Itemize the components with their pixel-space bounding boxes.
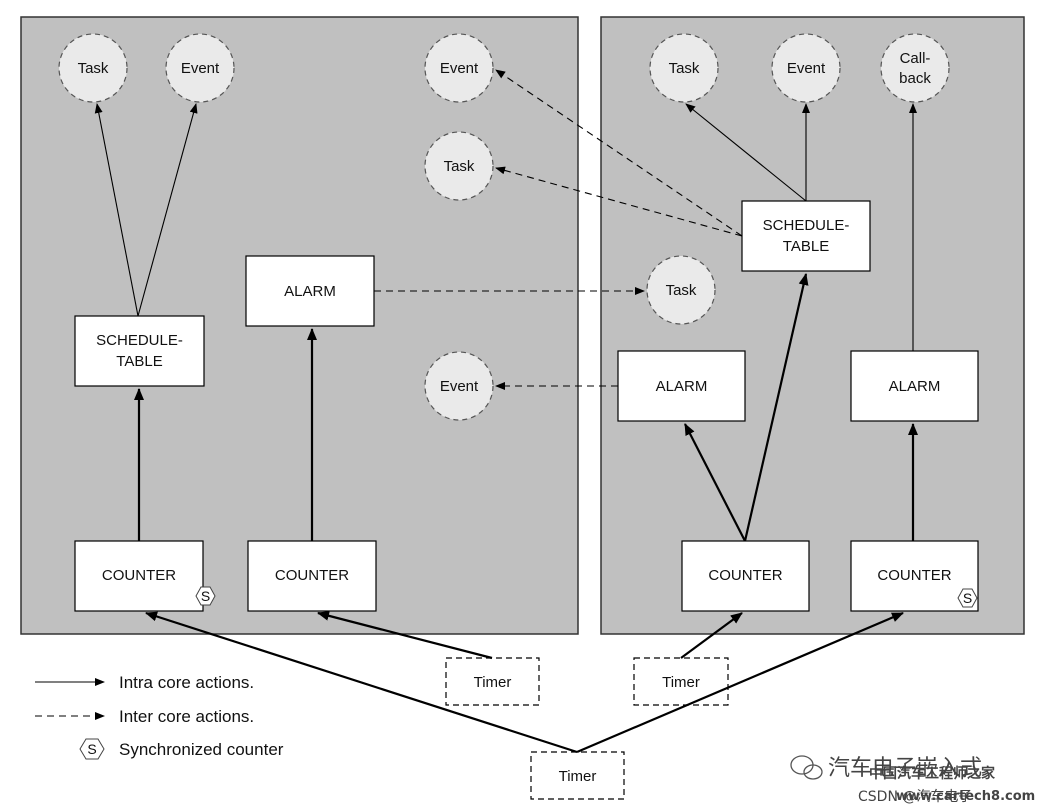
core2-schedule-label-1: SCHEDULE- bbox=[763, 217, 850, 234]
sync-badge-icon: S bbox=[195, 586, 216, 606]
core1-task-label: Task bbox=[78, 60, 109, 77]
arrow-counter2-to-schedule bbox=[743, 273, 809, 542]
watermark-line4: CSDN @汽车电子 bbox=[858, 788, 972, 805]
core2-task-label: Task bbox=[669, 60, 700, 77]
timer-core2-label: Timer bbox=[662, 674, 700, 691]
arrow-shared-timer-to-counter1 bbox=[145, 611, 578, 754]
watermark-line1: 汽车电子嵌入式 bbox=[828, 756, 982, 781]
core1-schedule-table: SCHEDULE- TABLE bbox=[74, 315, 205, 387]
timer-core2: Timer bbox=[633, 657, 729, 706]
legend-inter-label: Inter core actions. bbox=[119, 707, 254, 726]
remote-event-top-node: Event bbox=[424, 33, 494, 103]
remote-event-bottom-label: Event bbox=[440, 378, 479, 395]
core1-counter-label: COUNTER bbox=[275, 567, 349, 584]
arrow-schedule2-to-task bbox=[685, 103, 807, 202]
legend-sync-label: Synchronized counter bbox=[119, 740, 284, 759]
arrow-timer1-to-counter bbox=[317, 610, 493, 660]
core1-event-label: Event bbox=[181, 60, 220, 77]
core2-alarm-right-label: ALARM bbox=[889, 378, 941, 395]
remote-task-middle-label: Task bbox=[666, 282, 697, 299]
svg-text:S: S bbox=[87, 741, 96, 757]
core2-schedule-label-2: TABLE bbox=[783, 238, 829, 255]
sync-badge-icon: S bbox=[957, 588, 978, 608]
remote-task-node: Task bbox=[424, 131, 494, 201]
legend: Intra core actions. Inter core actions. … bbox=[35, 673, 284, 760]
core2-task-node: Task bbox=[649, 33, 719, 103]
remote-task-label: Task bbox=[444, 158, 475, 175]
remote-task-middle-node: Task bbox=[646, 255, 716, 325]
core2-event-label: Event bbox=[787, 60, 826, 77]
core2-alarm-left-label: ALARM bbox=[656, 378, 708, 395]
arrow-schedule1-to-task bbox=[94, 103, 139, 317]
timer-shared: Timer bbox=[530, 751, 625, 800]
core2-callback-label-1: Call- bbox=[900, 50, 931, 67]
watermark: 汽车电子嵌入式 中国汽车工程师之家 CSDN @汽车电子 www.cartech… bbox=[790, 755, 1035, 805]
core1-counter-sync: COUNTER S bbox=[74, 540, 216, 612]
core2-callback-label-2: back bbox=[899, 70, 931, 87]
arrow-schedule2-to-remote-task bbox=[495, 166, 743, 237]
timer-shared-label: Timer bbox=[559, 768, 597, 785]
core1-alarm: ALARM bbox=[245, 255, 375, 327]
arrow-schedule1-to-event bbox=[137, 103, 198, 317]
core1-task-node: Task bbox=[58, 33, 128, 103]
watermark-line3: www.cartech8.com bbox=[896, 789, 1035, 804]
arrow-shared-timer-to-counter2 bbox=[576, 611, 904, 754]
core1-counter-sync-label: COUNTER bbox=[102, 567, 176, 584]
core1-schedule-label-1: SCHEDULE- bbox=[96, 332, 183, 349]
timer-core1-label: Timer bbox=[474, 674, 512, 691]
watermark-line2: 中国汽车工程师之家 bbox=[869, 765, 996, 782]
timer-core1: Timer bbox=[445, 657, 540, 706]
core2-counter-sync-label: COUNTER bbox=[877, 567, 951, 584]
core1-alarm-label: ALARM bbox=[284, 283, 336, 300]
core1-counter: COUNTER bbox=[247, 540, 377, 612]
core2-event-node: Event bbox=[771, 33, 841, 103]
core2-alarm-left: ALARM bbox=[617, 350, 746, 422]
core2-counter: COUNTER bbox=[681, 540, 810, 612]
arrow-counter2-to-alarm bbox=[684, 423, 746, 542]
core2-callback-node: Call- back bbox=[880, 33, 950, 103]
core-2-panel bbox=[600, 16, 1025, 635]
wechat-icon bbox=[790, 755, 823, 780]
core2-counter-label: COUNTER bbox=[708, 567, 782, 584]
core2-alarm-right: ALARM bbox=[850, 350, 979, 422]
core1-schedule-label-2: TABLE bbox=[116, 353, 162, 370]
core1-event-node: Event bbox=[165, 33, 235, 103]
core2-schedule-table: SCHEDULE- TABLE bbox=[741, 200, 871, 272]
legend-intra-label: Intra core actions. bbox=[119, 673, 254, 692]
sync-counter-icon: S bbox=[79, 738, 105, 760]
remote-event-top-label: Event bbox=[440, 60, 479, 77]
core2-counter-sync: COUNTER S bbox=[850, 540, 979, 612]
arrow-timer2-to-counter bbox=[680, 612, 743, 659]
svg-text:S: S bbox=[201, 588, 210, 604]
remote-event-bottom-node: Event bbox=[424, 351, 494, 421]
svg-text:S: S bbox=[963, 590, 972, 606]
arrow-schedule2-to-remote-event bbox=[495, 69, 743, 237]
